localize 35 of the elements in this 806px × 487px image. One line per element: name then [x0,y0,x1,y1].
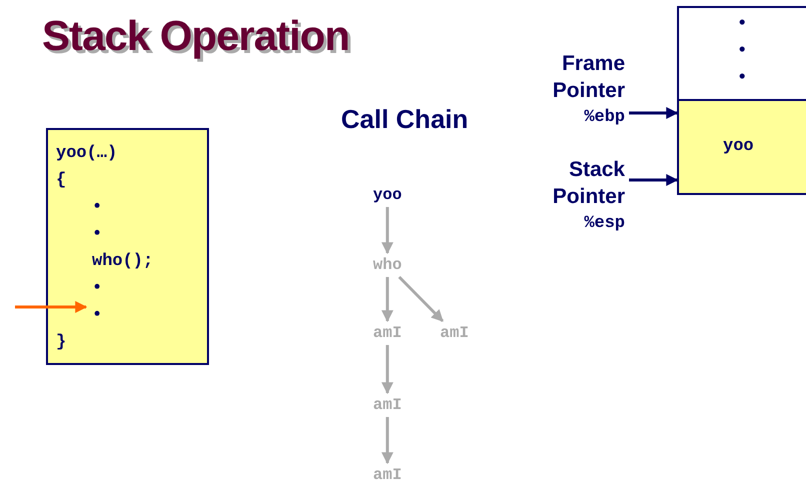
ellipsis-dot: • [739,66,746,87]
code-line: • [92,306,102,326]
pointer-label: Frame Pointer [552,51,625,104]
arrow [381,207,394,254]
ellipsis-dot: • [739,39,746,60]
function-name: amI [440,324,469,342]
arrow [381,277,394,322]
function-name: amI [373,324,402,342]
register-name: %ebp [583,107,625,129]
code-line: yoo(…) [56,144,118,164]
pointer-label: Stack Pointer [552,157,625,210]
code-line: } [56,333,66,353]
code-line: • [92,198,102,218]
code-line: • [92,225,102,245]
code-line: who(); [92,252,154,272]
code-line: { [56,171,66,191]
register-name: %esp [583,213,625,235]
function-name: yoo [373,186,402,204]
ellipsis-dot: • [739,12,746,33]
arrow [629,174,678,186]
section-heading: Call Chain [341,104,468,135]
code-box [46,128,209,365]
arrow [381,345,394,394]
arrow [15,301,88,313]
stack-frame [677,6,806,102]
stack-frame [677,99,806,195]
slide-title: Stack Operation [42,12,350,60]
function-name: who [373,256,402,274]
arrow [629,107,678,119]
function-name: amI [373,466,402,484]
arrow [381,417,394,464]
arrow [398,276,444,322]
code-line: • [92,279,102,299]
frame-label: yoo [723,137,754,156]
function-name: amI [373,396,402,414]
